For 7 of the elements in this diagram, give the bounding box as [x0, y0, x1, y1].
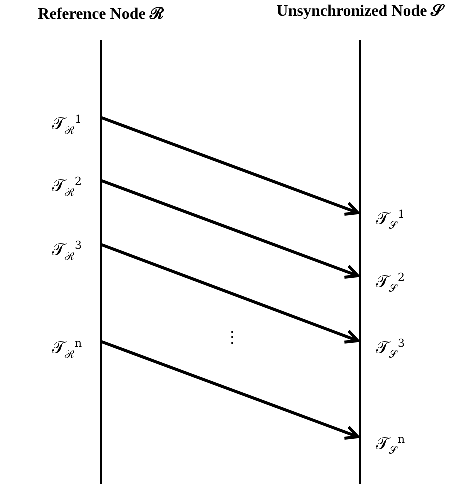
message-arrow — [101, 116, 360, 216]
message-arrow — [101, 244, 360, 344]
timestamp-label: ⋮ — [224, 328, 241, 348]
message-arrow — [101, 180, 360, 279]
message-arrow — [101, 340, 360, 440]
lifeline-heading: Reference Node ℛ — [37, 5, 165, 24]
lifeline-heading: Unsynchronized Node 𝒮 — [276, 2, 446, 21]
